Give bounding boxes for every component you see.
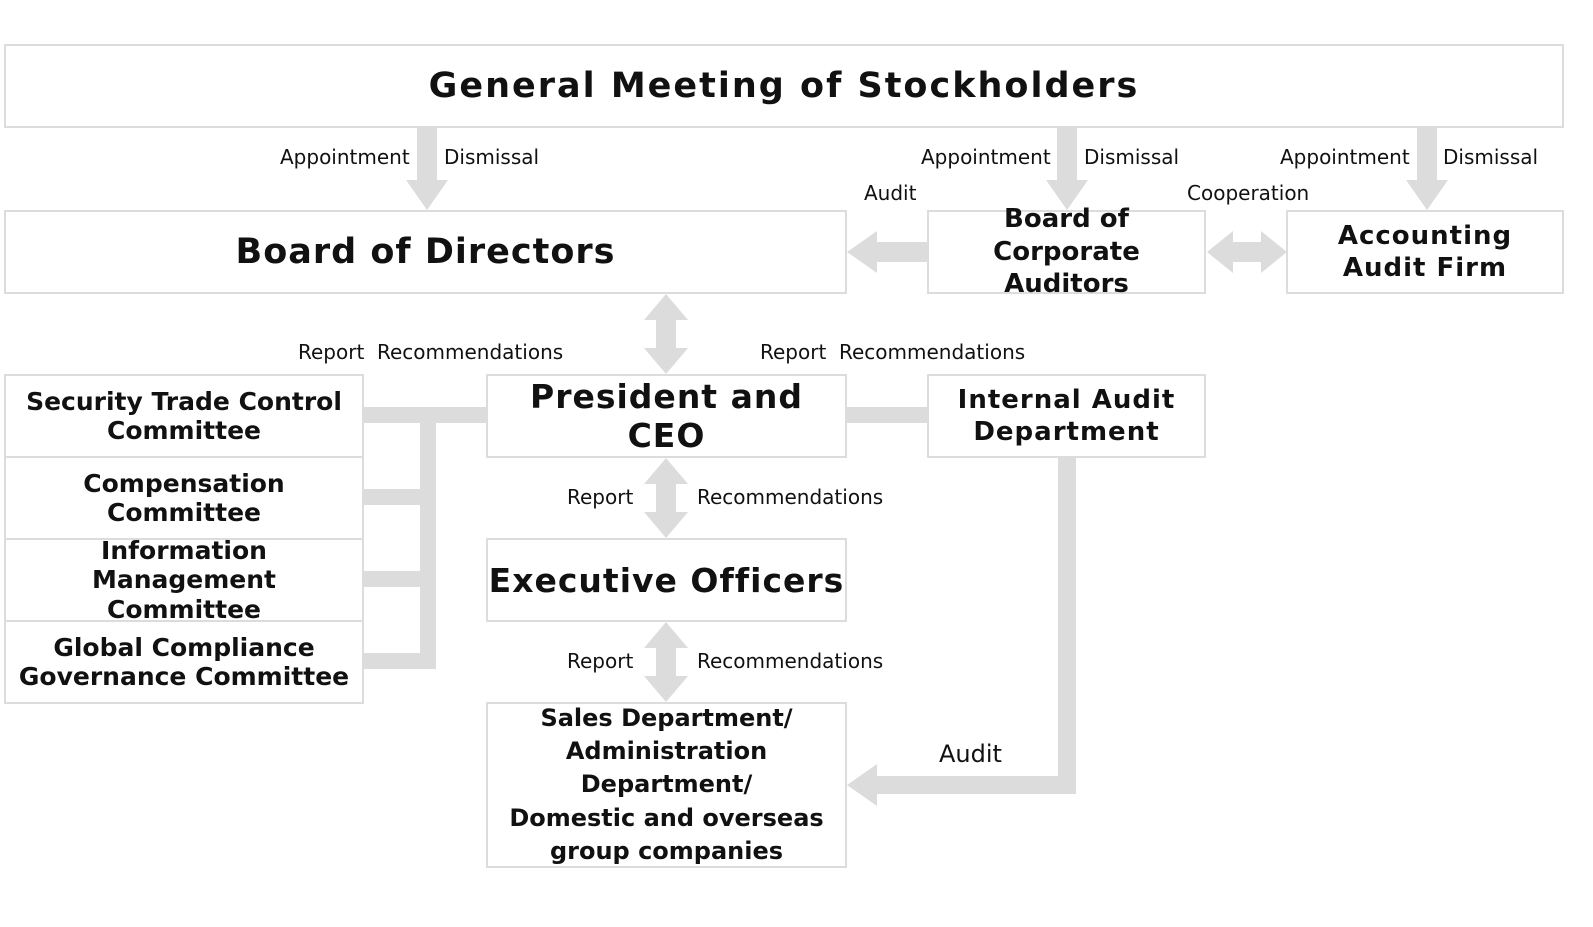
label-dismissal-audit-firm: Dismissal (1443, 145, 1539, 169)
accounting-audit-firm-box: Accounting Audit Firm (1286, 210, 1564, 294)
connector-bracket-vertical (420, 407, 436, 669)
executive-officers-box: Executive Officers (486, 538, 847, 622)
compensation-committee-title: Compensation Committee (83, 468, 285, 528)
arrow-ceo-exec (644, 458, 688, 538)
arrow-board-ceo (644, 294, 688, 374)
label-cooperation: Cooperation (1187, 181, 1310, 205)
information-management-committee-box: Information Management Committee (4, 535, 364, 624)
president-ceo-box: President and CEO (486, 374, 847, 458)
connector-compensation-committee (364, 489, 424, 505)
label-recommendations-internal-audit: Recommendations (839, 340, 1026, 364)
compensation-committee-box: Compensation Committee (4, 456, 364, 540)
arrow-internal-audit-to-sales (847, 764, 1076, 806)
arrow-gm-to-auditors (1046, 128, 1088, 210)
arrow-exec-sales (644, 622, 688, 702)
label-report-committees: Report (298, 340, 365, 364)
internal-audit-department-box: Internal Audit Department (927, 374, 1206, 458)
connector-compliance-committee (364, 653, 424, 669)
label-recommendations-exec-sales: Recommendations (697, 649, 884, 673)
connector-ceo-internal-audit (846, 407, 928, 423)
security-trade-control-committee-title: Security Trade Control Committee (26, 386, 342, 446)
connector-security-committee (364, 407, 424, 423)
sales-administration-box: Sales Department/ Administration Departm… (486, 702, 847, 868)
label-appointment-audit-firm: Appointment (1280, 145, 1410, 169)
general-meeting-box: General Meeting of Stockholders (4, 44, 1564, 128)
arrow-gm-to-audit-firm (1406, 128, 1448, 210)
label-recommendations-committees: Recommendations (377, 340, 564, 364)
label-recommendations-ceo-exec: Recommendations (697, 485, 884, 509)
board-of-corporate-auditors-title: Board of Corporate Auditors (993, 204, 1140, 300)
label-appointment-auditors: Appointment (921, 145, 1051, 169)
arrow-auditors-to-board (847, 231, 927, 273)
general-meeting-title: General Meeting of Stockholders (428, 66, 1140, 106)
global-compliance-committee-box: Global Compliance Governance Committee (4, 620, 364, 704)
executive-officers-title: Executive Officers (488, 560, 845, 600)
board-of-directors-title: Board of Directors (235, 232, 616, 272)
label-dismissal-auditors: Dismissal (1084, 145, 1180, 169)
sales-administration-title: Sales Department/ Administration Departm… (509, 704, 824, 865)
connector-internal-audit-down (1058, 457, 1076, 794)
label-report-exec-sales: Report (567, 649, 634, 673)
arrow-cooperation (1207, 231, 1287, 273)
security-trade-control-committee-box: Security Trade Control Committee (4, 374, 364, 458)
arrow-gm-to-board (406, 128, 448, 210)
label-dismissal-board: Dismissal (444, 145, 540, 169)
label-report-ceo-exec: Report (567, 485, 634, 509)
accounting-audit-firm-title: Accounting Audit Firm (1337, 220, 1513, 284)
label-audit-board: Audit (864, 181, 917, 205)
connector-information-committee (364, 571, 424, 587)
global-compliance-committee-title: Global Compliance Governance Committee (18, 632, 350, 692)
board-of-directors-box: Board of Directors (4, 210, 847, 294)
label-report-internal-audit: Report (760, 340, 827, 364)
information-management-committee-title: Information Management Committee (91, 535, 277, 624)
connector-ceo-bracket (420, 407, 486, 423)
board-of-corporate-auditors-box: Board of Corporate Auditors (927, 204, 1206, 299)
president-ceo-title: President and CEO (530, 377, 803, 455)
internal-audit-department-title: Internal Audit Department (957, 384, 1176, 448)
label-appointment-board: Appointment (280, 145, 410, 169)
label-audit-sales: Audit (939, 740, 1002, 768)
